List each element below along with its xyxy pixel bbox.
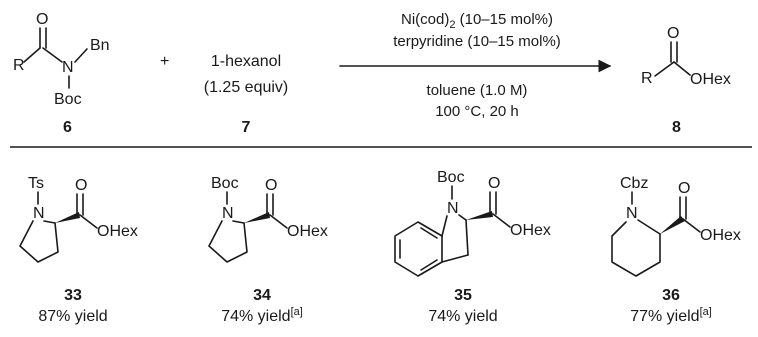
product-34-ohex-label: OHex — [287, 223, 328, 240]
product-8-structure: R O OHex — [641, 25, 731, 88]
product-34-yield: 74% yield[a] — [221, 306, 303, 325]
condition-catalyst: Ni(cod)2 (10–15 mol%) — [401, 11, 553, 31]
product-33-structure: Ts N O OHex — [19, 175, 138, 263]
product-36-yield: 77% yield[a] — [630, 306, 712, 325]
product-35-protecting-group: Boc — [437, 169, 465, 186]
product-36-number: 36 — [662, 287, 680, 304]
product-8-o-label: O — [667, 25, 679, 42]
product-36-protecting-group: Cbz — [620, 175, 648, 192]
product-33-n-label: N — [33, 205, 45, 222]
product-33-o-label: O — [75, 177, 87, 194]
product-36-o-label: O — [678, 180, 690, 197]
reactant-6-boc-label: Boc — [54, 91, 82, 108]
reactant-6-n-label: N — [62, 59, 74, 76]
product-36-structure: Cbz N O OHex — [611, 175, 741, 277]
product-33-number: 33 — [64, 287, 82, 304]
reactant-6-o-label: O — [36, 11, 48, 28]
condition-solvent: toluene (1.0 M) — [427, 82, 528, 99]
product-34-o-label: O — [265, 177, 277, 194]
reactant-7-name: 1-hexanol — [211, 53, 281, 70]
reactant-6-number: 6 — [63, 119, 72, 136]
product-34-structure: Boc N O OHex — [208, 175, 328, 263]
product-36-n-label: N — [626, 205, 638, 222]
reactant-7-equiv: (1.25 equiv) — [204, 79, 289, 96]
product-35-number: 35 — [454, 287, 472, 304]
product-35-n-label: N — [447, 200, 459, 217]
product-8-r-label: R — [641, 70, 653, 87]
condition-ligand: terpyridine (10–15 mol%) — [393, 33, 561, 50]
plus-sign: + — [160, 53, 169, 70]
product-34-protecting-group: Boc — [211, 175, 239, 192]
product-36-ohex-label: OHex — [700, 227, 741, 244]
reactant-6-structure: R O N Bn Boc — [13, 11, 110, 108]
product-35-structure: Boc N O OHex — [394, 169, 551, 277]
product-34-number: 34 — [253, 287, 271, 304]
product-34-n-label: N — [222, 205, 234, 222]
product-8-number: 8 — [672, 119, 681, 136]
product-8-ohex-label: OHex — [690, 71, 731, 88]
product-35-o-label: O — [488, 175, 500, 192]
reactant-7-number: 7 — [242, 119, 251, 136]
condition-temperature-time: 100 °C, 20 h — [435, 103, 519, 120]
product-35-ohex-label: OHex — [510, 222, 551, 239]
reactant-6-r-label: R — [13, 57, 25, 74]
product-33-protecting-group: Ts — [28, 175, 44, 192]
reactant-6-bn-label: Bn — [90, 37, 110, 54]
product-33-yield: 87% yield — [38, 308, 107, 325]
product-35-yield: 74% yield — [428, 308, 497, 325]
product-33-ohex-label: OHex — [97, 223, 138, 240]
